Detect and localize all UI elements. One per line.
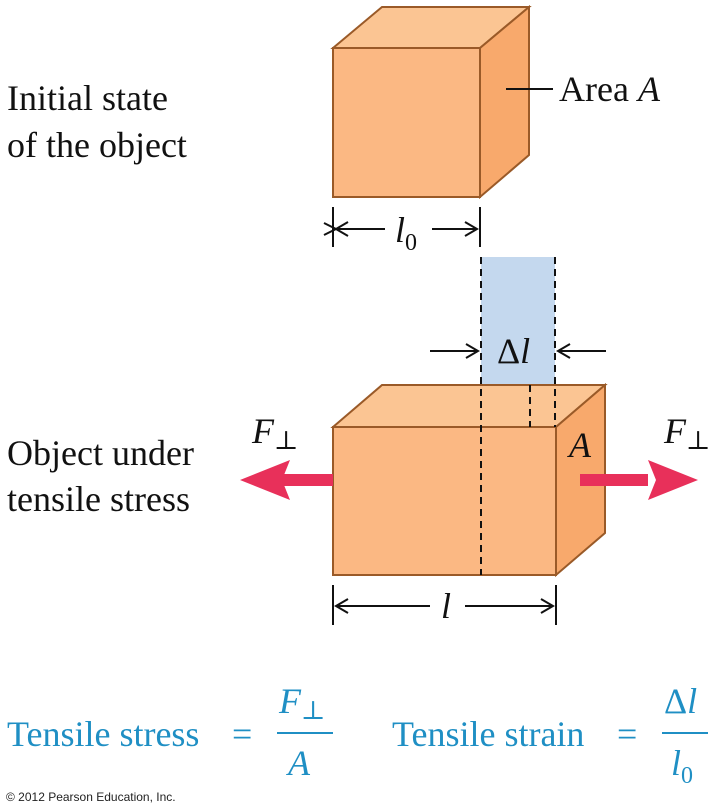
stress-caption-line2: tensile stress <box>7 479 190 519</box>
l0-label: l0 <box>395 210 417 256</box>
initial-caption-line2: of the object <box>7 125 187 165</box>
stress-formula: Tensile stress = F⊥ A <box>7 681 333 783</box>
force-arrow-right <box>580 460 698 500</box>
delta-l-label: Δl <box>497 331 530 371</box>
force-left-label: F⊥ <box>251 411 298 455</box>
l-dimension: l <box>332 585 557 626</box>
svg-text:F⊥: F⊥ <box>278 681 325 725</box>
svg-text:Tensile stress: Tensile stress <box>7 714 199 754</box>
svg-text:=: = <box>232 714 252 754</box>
svg-text:=: = <box>617 714 637 754</box>
initial-cube <box>330 4 532 200</box>
l0-dimension: l0 <box>333 207 481 256</box>
area-label: Area A <box>559 69 661 109</box>
strain-formula: Tensile strain = Δl l0 <box>392 681 708 789</box>
force-right-label: F⊥ <box>663 411 710 455</box>
svg-text:Tensile strain: Tensile strain <box>392 714 584 754</box>
initial-caption-line1: Initial state <box>7 78 168 118</box>
svg-text:Δl: Δl <box>664 681 697 721</box>
stress-caption-line1: Object under <box>7 433 194 473</box>
length-label: l <box>441 586 451 626</box>
delta-l-dimension: Δl <box>430 331 606 371</box>
svg-text:A: A <box>286 743 311 783</box>
stretched-box <box>330 382 608 578</box>
face-area-label: A <box>567 425 592 465</box>
stretch-region <box>481 257 555 385</box>
force-arrow-left <box>240 460 333 500</box>
initial-cube-front <box>332 47 481 198</box>
copyright-text: © 2012 Pearson Education, Inc. <box>6 790 176 804</box>
svg-text:l0: l0 <box>671 743 693 789</box>
stretched-box-front <box>332 426 557 576</box>
